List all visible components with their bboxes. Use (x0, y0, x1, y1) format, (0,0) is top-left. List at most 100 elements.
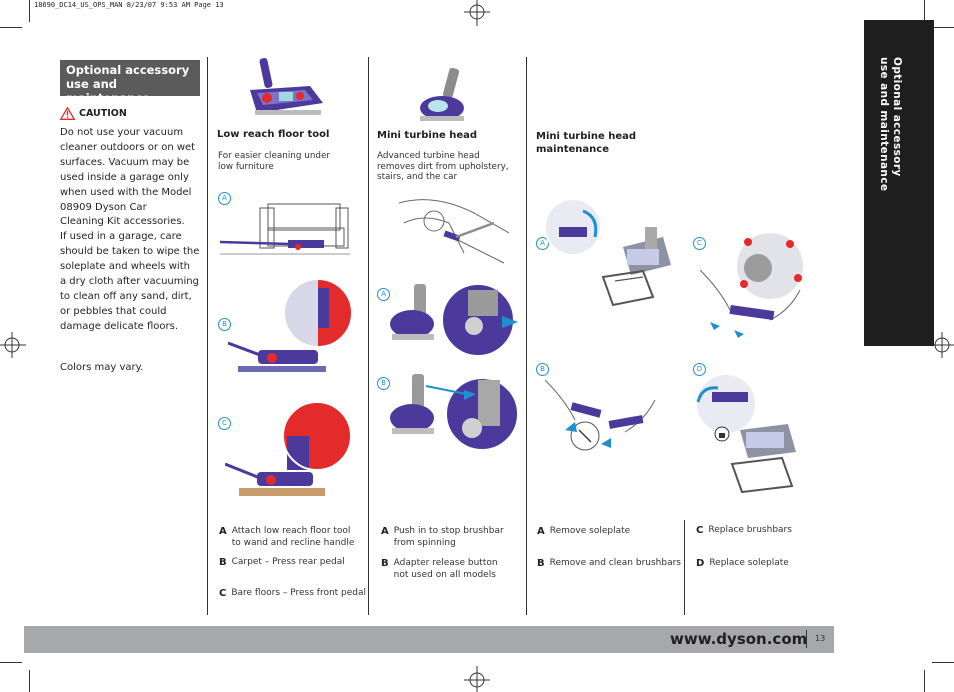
step-letter: B (537, 558, 545, 569)
footer-bar (24, 626, 834, 653)
low-reach-tool-illustration (250, 58, 323, 115)
side-tab-line: Optional accessory (891, 57, 903, 177)
low-reach-subtitle: For easier cleaning under low furniture (218, 151, 330, 172)
caution-line: or pebbles that could (60, 305, 167, 317)
caution-line: Do not use your vacuum (60, 127, 184, 138)
adapter-release-illustration (390, 374, 519, 451)
replace-soleplate-illustration (695, 373, 796, 494)
website-url: www.dyson.com (670, 630, 808, 648)
step-text: from spinning (393, 537, 456, 548)
colors-note: Colors may vary. (60, 362, 144, 373)
column-divider (684, 520, 685, 615)
maintenance-step-a: A Remove soleplate (537, 526, 630, 538)
step-letter: C (696, 525, 704, 536)
step-text: Remove soleplate (549, 526, 631, 536)
maintenance-step-b: B Remove and clean brushbars (537, 558, 681, 570)
registration-mark-icon (0, 332, 26, 358)
brushbar-stop-illustration (390, 283, 518, 357)
step-text: not used on all models (393, 569, 496, 580)
subtitle-line: Advanced turbine head (377, 151, 480, 161)
mini-turbine-head-illustration (420, 68, 464, 121)
caution-line: used inside a garage only (60, 171, 189, 183)
step-text: Replace soleplate (709, 558, 789, 568)
step-letter: A (219, 526, 227, 537)
step-text: Remove and clean brushbars (549, 558, 681, 568)
registration-mark-icon (464, 666, 490, 692)
section-title-line: use and maintenance (66, 77, 150, 105)
maintenance-title-line: Mini turbine head (536, 131, 637, 142)
caution-text: Do not use your vacuum cleaner outdoors … (60, 126, 205, 335)
caution-label: CAUTION (79, 108, 127, 119)
section-title: Optional accessory use and maintenance (60, 60, 200, 105)
crop-mark (0, 27, 22, 28)
section-side-tab (864, 20, 934, 346)
figure-label-c: C (693, 237, 706, 250)
maintenance-title: Mini turbine head maintenance (536, 131, 636, 156)
figure-label-b: B (218, 318, 231, 331)
subtitle-line: low furniture (218, 161, 274, 172)
side-tab-line: use and maintenance (878, 57, 890, 192)
low-reach-title: Low reach floor tool (217, 129, 330, 140)
figure-label-c: C (218, 417, 231, 430)
car-interior-illustration (398, 199, 510, 264)
mini-turbine-subtitle: Advanced turbine head removes dirt from … (377, 151, 509, 183)
caution-line: Cleaning Kit accessories. (60, 216, 185, 228)
mini-turbine-title: Mini turbine head (377, 130, 478, 141)
caution-line: damage delicate floors. (60, 320, 178, 332)
crop-mark (29, 670, 30, 692)
caution-line: when used with the Model (60, 186, 192, 198)
low-reach-step-c: C Bare floors – Press front pedal (219, 588, 366, 600)
caution-line: surfaces. Vacuum may be (60, 156, 190, 168)
caution-line: 08909 Dyson Car (60, 201, 147, 213)
bare-floor-pedal-illustration (225, 402, 352, 496)
figure-label-a: A (218, 192, 231, 205)
subtitle-line: stairs, and the car (377, 172, 458, 183)
figure-label-a: A (536, 237, 549, 250)
side-tab-label: Optional accessory use and maintenance (877, 57, 903, 191)
carpet-pedal-illustration (228, 278, 353, 372)
maintenance-step-c: C Replace brushbars (696, 525, 792, 537)
clean-brushbars-illustration (545, 379, 656, 451)
low-reach-step-b: B Carpet – Press rear pedal (219, 557, 345, 569)
step-letter: B (381, 558, 389, 569)
caution-line: a dry cloth after vacuuming (60, 276, 199, 288)
step-text: Adapter release button (393, 558, 498, 568)
column-divider (526, 57, 527, 615)
maintenance-step-d: D Replace soleplate (696, 558, 789, 570)
caution-line: cleaner outdoors or on wet (60, 141, 196, 153)
step-letter: A (537, 526, 545, 537)
caution-line: If used in a garage, care (60, 231, 182, 243)
step-text: Carpet – Press rear pedal (231, 557, 345, 567)
column-divider (207, 57, 208, 615)
step-text: Replace brushbars (708, 525, 792, 535)
crop-mark (924, 670, 925, 692)
section-title-line: Optional accessory (66, 63, 190, 77)
subtitle-line: removes dirt from upholstery, (377, 161, 509, 172)
figure-label-b: B (536, 363, 549, 376)
step-letter: D (696, 558, 705, 569)
replace-brushbars-illustration (700, 231, 805, 338)
sofa-cleaning-illustration (220, 203, 350, 255)
maintenance-title-line: maintenance (536, 143, 609, 155)
step-letter: A (381, 526, 389, 537)
figure-label-a: A (377, 288, 390, 301)
step-text: Push in to stop brushbar (393, 526, 504, 536)
print-header: 18690_DC14_US_OPS_MAN 8/23/07 9:53 AM Pa… (34, 1, 224, 9)
crop-mark (924, 0, 925, 22)
step-text: Bare floors – Press front pedal (231, 588, 367, 598)
column-divider (368, 57, 369, 615)
crop-mark (0, 662, 22, 663)
figure-label-d: D (693, 363, 706, 376)
caution-line: should be taken to wipe the (60, 246, 200, 258)
step-text: Attach low reach floor tool (231, 526, 351, 536)
step-letter: C (219, 588, 227, 599)
remove-soleplate-illustration (544, 198, 671, 307)
step-text: to wand and recline handle (231, 537, 355, 548)
footer-separator (806, 630, 807, 648)
step-letter: B (219, 557, 227, 568)
crop-mark (932, 662, 954, 663)
warning-triangle-icon (60, 107, 75, 120)
